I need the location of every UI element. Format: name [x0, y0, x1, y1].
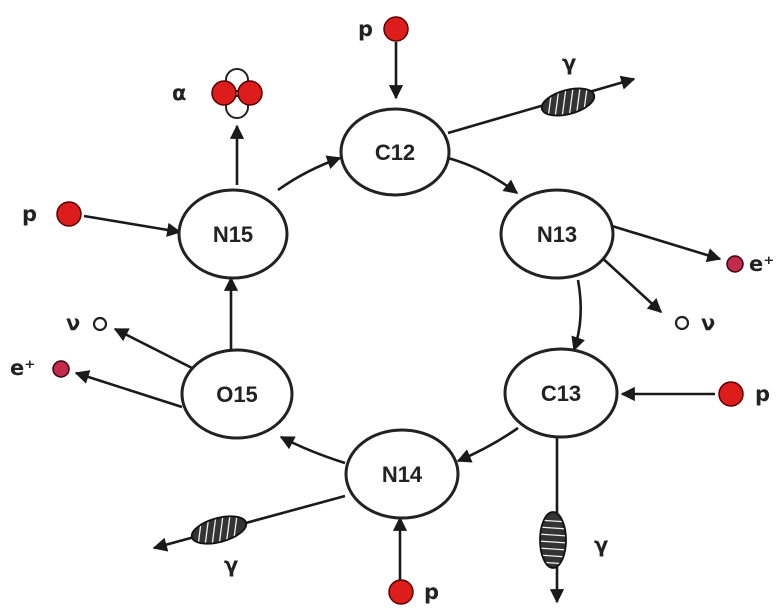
arrow-n13-neutrino-out [598, 254, 663, 313]
gamma-icon [190, 515, 248, 545]
positron-right: e⁺ [726, 252, 774, 276]
gamma-bottom-right: γ [539, 511, 608, 569]
positron-icon [726, 255, 744, 273]
proton-label-right: p [755, 382, 770, 406]
neutrino-icon [674, 315, 690, 331]
arrow-o15-neutrino-out [113, 327, 197, 372]
proton-label-top: p [358, 17, 373, 41]
gamma-bottom-left: γ [190, 514, 248, 577]
proton-right: p [718, 381, 770, 407]
neutrino-label-left: ν [66, 311, 80, 335]
node-label-n15: N15 [213, 222, 253, 247]
arrow-n13-to-c13 [571, 279, 585, 352]
proton-left: p [22, 201, 82, 227]
arrow-o15-positron-out [74, 370, 183, 409]
arrow-n14-to-o15 [279, 435, 346, 465]
node-n15: N15 [177, 188, 289, 280]
positron-label-left: e⁺ [10, 356, 35, 380]
node-label-c12: C12 [375, 140, 415, 165]
proton-icon [718, 381, 744, 407]
node-label-c13: C13 [541, 381, 581, 406]
gamma-label-top: γ [562, 51, 576, 75]
neutrino-right: ν [674, 311, 715, 335]
gamma-icon [540, 87, 596, 117]
arrow-proton-into-n15 [83, 214, 182, 237]
proton-label-bottom: p [424, 580, 439, 604]
cycle-arrows [223, 155, 585, 465]
alpha-icon [211, 68, 263, 119]
node-label-o15: O15 [216, 382, 258, 407]
arrow-n13-positron-out [611, 224, 722, 263]
proton-top: p [358, 16, 409, 42]
node-o15: O15 [180, 348, 294, 440]
proton-bottom: p [388, 579, 439, 605]
node-n13: N13 [499, 188, 615, 280]
neutrino-left: ν [66, 311, 108, 335]
node-label-n13: N13 [537, 222, 577, 247]
neutrino-icon [92, 316, 108, 332]
arrow-c12-to-n13 [447, 156, 519, 195]
positron-icon [52, 360, 70, 378]
positron-label-right: e⁺ [749, 252, 774, 276]
proton-icon [388, 579, 414, 605]
proton-icon [56, 201, 82, 227]
proton-label-left: p [22, 202, 37, 226]
gamma-label-bottom-left: γ [224, 553, 238, 577]
proton-icon [383, 16, 409, 42]
reaction-arrows [74, 42, 722, 604]
gamma-icon [539, 511, 567, 569]
arrow-n14-gamma-out [152, 494, 346, 552]
node-c13: C13 [503, 347, 619, 439]
arrow-c13-to-n14 [456, 426, 519, 463]
gamma-label-bottom-right: γ [594, 533, 608, 557]
node-label-n14: N14 [382, 462, 423, 487]
alpha-particle: α [172, 68, 263, 119]
arrow-n15-to-c12 [277, 155, 342, 192]
positron-left: e⁺ [10, 356, 70, 380]
gamma-top: γ [540, 51, 596, 119]
neutrino-label-right: ν [701, 311, 715, 335]
node-n14: N14 [344, 428, 460, 520]
node-c12: C12 [339, 107, 451, 197]
alpha-label: α [172, 81, 186, 105]
